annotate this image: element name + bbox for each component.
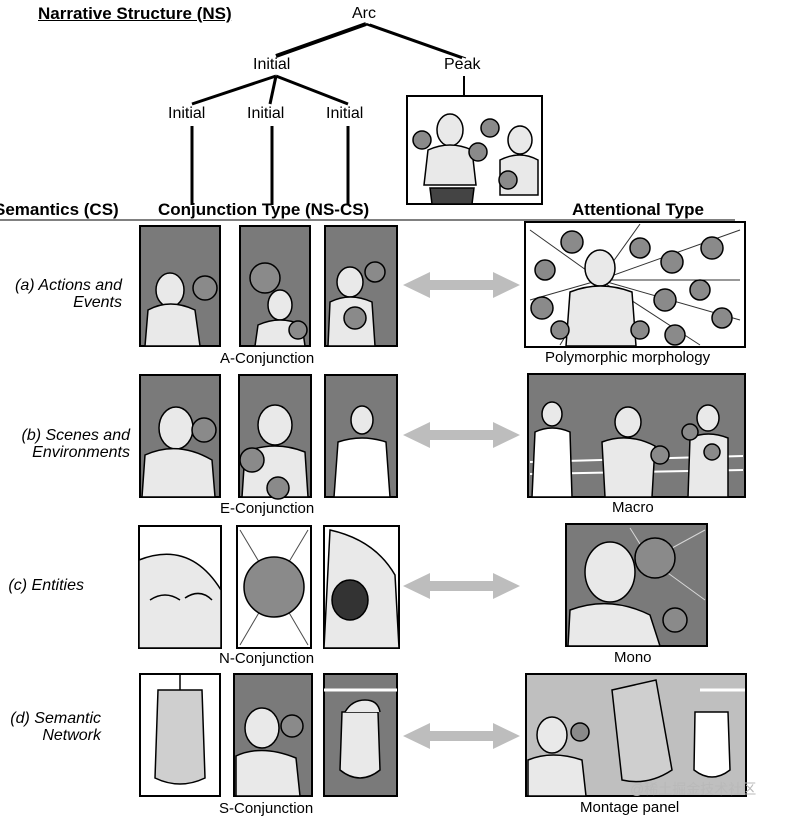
tree-node-initial-2: Initial — [247, 105, 285, 122]
row-c-panels — [138, 523, 708, 649]
tree-edge-arc-initial — [275, 22, 367, 58]
caption-n-conjunction: N-Conjunction — [219, 650, 315, 667]
tree-edge-arc-peak — [365, 22, 463, 60]
arrow-row-d — [403, 723, 520, 749]
caption-e-conjunction: E-Conjunction — [220, 500, 315, 517]
tree-lines — [190, 22, 467, 205]
caption-a-conjunction: A-Conjunction — [220, 350, 315, 367]
arrow-row-a — [403, 272, 520, 298]
arrow-row-b — [403, 422, 520, 448]
attentional-type-header: Attentional Type — [572, 200, 704, 219]
row-a-panels — [139, 221, 746, 348]
peak-panel — [406, 95, 543, 205]
row-label-entities: (c) Entities — [8, 577, 84, 594]
semantics-header: Semantics (CS) — [0, 200, 119, 219]
caption-macro: Macro — [612, 499, 654, 516]
caption-montage-panel: Montage panel — [580, 799, 680, 816]
row-d-panels — [139, 673, 747, 797]
conjunction-type-header: Conjunction Type (NS-CS) — [158, 200, 370, 219]
tree-edge-initial-3 — [275, 74, 349, 106]
tree-node-initial-1: Initial — [168, 105, 206, 122]
row-b-panels — [139, 373, 746, 500]
tree-node-initial-3: Initial — [326, 105, 364, 122]
caption-s-conjunction: S-Conjunction — [219, 800, 314, 817]
row-label-actions-events: (a) Actions and Events — [14, 277, 122, 311]
caption-polymorphic-morphology: Polymorphic morphology — [545, 349, 711, 366]
tree-edge-arc-peak-outline — [369, 23, 467, 59]
tree-node-peak: Peak — [444, 56, 481, 73]
caption-mono: Mono — [614, 649, 652, 666]
row-label-scenes-environments: (b) Scenes and Environments — [21, 427, 130, 461]
tree-node-initial: Initial — [253, 56, 291, 73]
tree-edge-initial-2 — [268, 75, 278, 105]
d-panel-3 — [323, 673, 398, 797]
tree-edge-initial-1 — [191, 74, 277, 106]
double-arrows — [403, 272, 520, 749]
watermark: @稀土掘金技术社区 — [630, 781, 757, 797]
row-label-semantic-network: (d) Semantic Network — [10, 710, 101, 744]
narrative-structure-title: Narrative Structure (NS) — [38, 4, 232, 23]
tree-node-arc: Arc — [352, 5, 376, 22]
arrow-row-c — [403, 573, 520, 599]
